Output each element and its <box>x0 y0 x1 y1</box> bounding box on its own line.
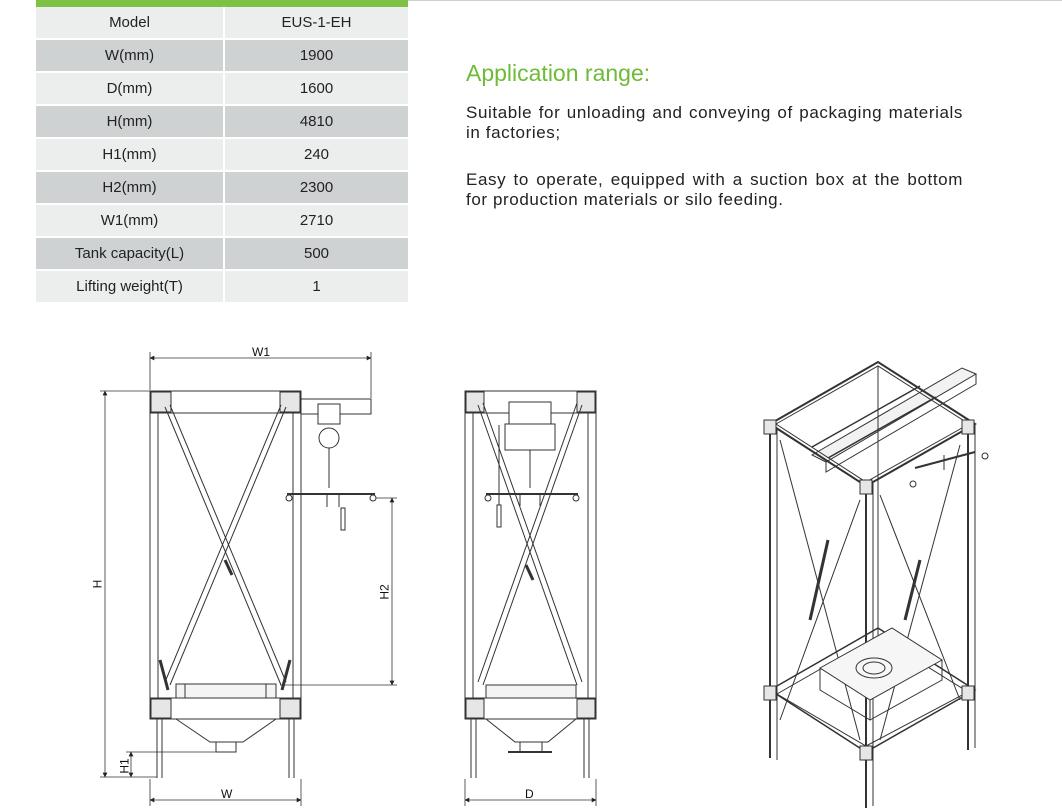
table-row: Lifting weight(T)1 <box>36 270 408 304</box>
dimension-label-d: D <box>525 787 534 801</box>
table-row: H(mm)4810 <box>36 105 408 139</box>
spec-value: 1600 <box>224 72 408 106</box>
spec-value: 1900 <box>224 39 408 73</box>
spec-label: Tank capacity(L) <box>36 237 225 271</box>
spec-value: 240 <box>224 138 408 172</box>
table-row: W1(mm)2710 <box>36 204 408 238</box>
front-view-drawing <box>149 390 377 778</box>
spec-value: 2710 <box>224 204 408 238</box>
table-row: Tank capacity(L)500 <box>36 237 408 271</box>
spec-value: 500 <box>224 237 408 271</box>
spec-label: W(mm) <box>36 39 225 73</box>
application-title: Application range: <box>466 60 651 86</box>
spec-value: 1 <box>224 270 408 304</box>
header-divider <box>408 0 1062 1</box>
isometric-view-drawing <box>763 360 989 808</box>
spec-label: Model <box>36 7 225 40</box>
spec-label: H2(mm) <box>36 171 225 205</box>
table-row: D(mm)1600 <box>36 72 408 106</box>
header-accent-bar <box>36 0 408 7</box>
spec-label: D(mm) <box>36 72 225 106</box>
front-view-dimensions <box>100 352 397 806</box>
side-view-dimensions <box>464 779 597 806</box>
spec-label: H1(mm) <box>36 138 225 172</box>
spec-value: 2300 <box>224 171 408 205</box>
dimension-label-h2: H2 <box>377 584 392 600</box>
table-row: W(mm)1900 <box>36 39 408 73</box>
spec-label: H(mm) <box>36 105 225 139</box>
application-paragraph-2: Easy to operate, equipped with a suction… <box>466 170 963 209</box>
spec-label: W1(mm) <box>36 204 225 238</box>
table-row: H1(mm)240 <box>36 138 408 172</box>
dimension-label-h1: H1 <box>117 758 132 774</box>
application-paragraph-1: Suitable for unloading and conveying of … <box>466 103 963 142</box>
spec-label: Lifting weight(T) <box>36 270 225 304</box>
dimension-label-h: H <box>90 579 105 589</box>
table-row: H2(mm)2300 <box>36 171 408 205</box>
spec-value: 4810 <box>224 105 408 139</box>
spec-value: EUS-1-EH <box>224 7 408 40</box>
dimension-label-w1: W1 <box>252 345 270 359</box>
side-view-drawing <box>464 390 597 778</box>
dimension-label-w: W <box>221 787 233 801</box>
